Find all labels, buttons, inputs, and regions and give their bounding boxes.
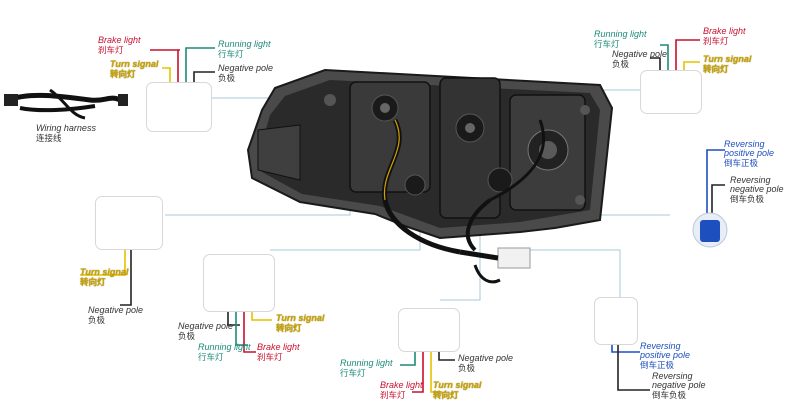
- connector-6-frame: [398, 308, 460, 352]
- connector-7-frame: [594, 297, 638, 345]
- connector-3-wires: [706, 149, 725, 215]
- connector-5-frame: [203, 254, 275, 312]
- tail-lamp-assembly: [246, 68, 614, 284]
- connector-4-wires: [80, 240, 132, 306]
- connector-4-frame: [95, 196, 163, 250]
- connector-2-frame: [640, 70, 702, 114]
- wiring-harness-image: [4, 88, 128, 120]
- connector-1-frame: [146, 82, 212, 132]
